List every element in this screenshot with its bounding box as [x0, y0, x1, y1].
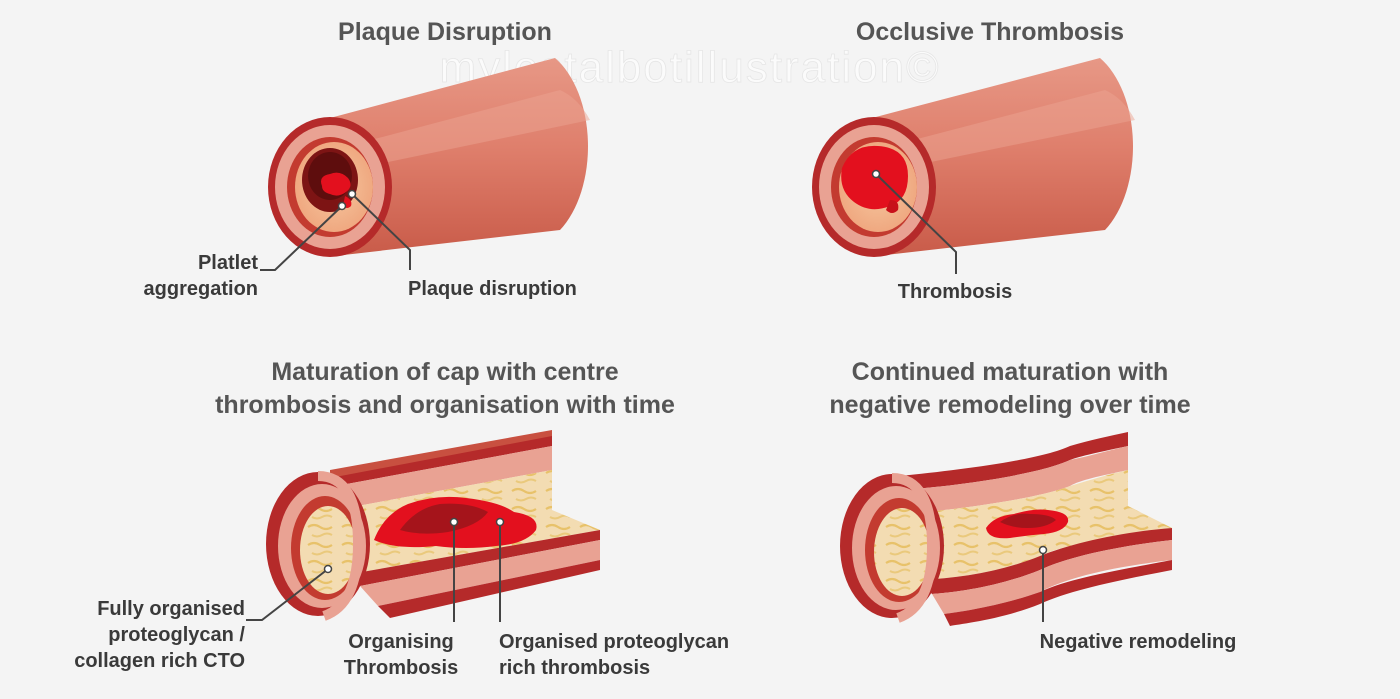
plaque-disruption-vessel — [268, 58, 590, 257]
maturation-leaders — [246, 517, 505, 622]
title-maturation-line2: thrombosis and organisation with time — [215, 391, 675, 419]
plaque-disruption-leaders — [260, 189, 411, 271]
title-remodeling-line2: negative remodeling over time — [829, 391, 1191, 419]
occlusive-thrombosis-leaders — [871, 169, 957, 274]
label-organising-line2: Thrombosis — [343, 657, 459, 679]
occlusive-thrombosis-vessel — [812, 58, 1135, 257]
maturation-vessel — [266, 430, 600, 621]
title-occlusive-thrombosis: Occlusive Thrombosis — [855, 18, 1125, 46]
label-cto-line3: collagen rich CTO — [74, 650, 245, 672]
title-remodeling-line1: Continued maturation with — [851, 358, 1169, 386]
platelet-aggregate — [321, 172, 351, 196]
label-organised-line2: rich thrombosis — [499, 657, 651, 679]
title-maturation-line1: Maturation of cap with centre — [271, 358, 619, 386]
remodeling-vessel — [840, 432, 1172, 626]
label-organised-line1: Organised proteoglycan — [499, 631, 730, 653]
label-thrombosis: Thrombosis — [897, 281, 1013, 303]
title-plaque-disruption: Plaque Disruption — [338, 18, 552, 46]
label-cto-line2: proteoglycan / — [108, 624, 245, 646]
label-platlet-line1: Platlet — [197, 252, 258, 274]
label-cto-line1: Fully organised — [97, 598, 245, 620]
remodeling-leaders — [1038, 545, 1048, 622]
label-negative-remodeling: Negative remodeling — [1039, 631, 1237, 653]
label-plaque-disruption: Plaque disruption — [408, 278, 577, 300]
label-organising-line1: Organising — [348, 631, 454, 653]
label-platlet-line2: aggregation — [143, 278, 258, 300]
